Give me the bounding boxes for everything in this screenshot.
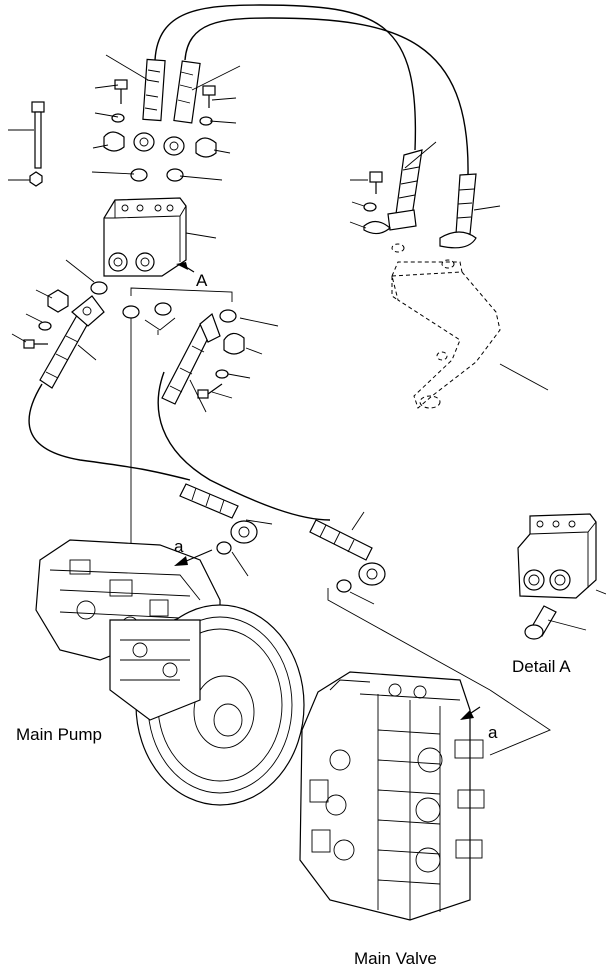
o-ring-upper [130, 168, 184, 182]
o-ring-lower [90, 281, 279, 335]
leader-block [185, 232, 217, 239]
leader-lines-top [8, 54, 241, 181]
lower-left-bolts [11, 289, 97, 361]
main-pump [35, 539, 305, 806]
detail-a-view [517, 513, 606, 640]
valve-connection-marker: a [460, 689, 551, 756]
pump-hose-fitting-2 [309, 511, 491, 691]
leader-oring-side [65, 259, 95, 283]
bolt-upper-left [103, 79, 128, 152]
right-hose-left [387, 149, 423, 231]
right-bolts [349, 141, 501, 235]
main-valve [299, 671, 485, 921]
lower-center-hose [161, 312, 263, 413]
mounting-bracket [391, 243, 549, 409]
pump-connection-marker: a [174, 537, 213, 566]
detail-a-title: Detail A [512, 657, 571, 676]
upper-hose-right [163, 60, 201, 156]
detail-a-pointer: A [176, 262, 208, 290]
lower-left-hose [28, 295, 331, 521]
detail-a-marker: A [196, 271, 208, 290]
main-valve-label: Main Valve [354, 949, 437, 965]
main-pump-label: Main Pump [16, 725, 102, 744]
bolt-upper-right [195, 85, 217, 158]
pump-marker-a: a [174, 537, 184, 556]
pump-hose-fitting-1 [179, 483, 273, 577]
junction-block [103, 197, 187, 277]
right-hose-right [439, 173, 477, 249]
long-bolt [29, 101, 45, 187]
valve-marker-a: a [488, 723, 498, 742]
upper-hose-loop [154, 4, 469, 176]
upper-hose-left [133, 58, 166, 152]
